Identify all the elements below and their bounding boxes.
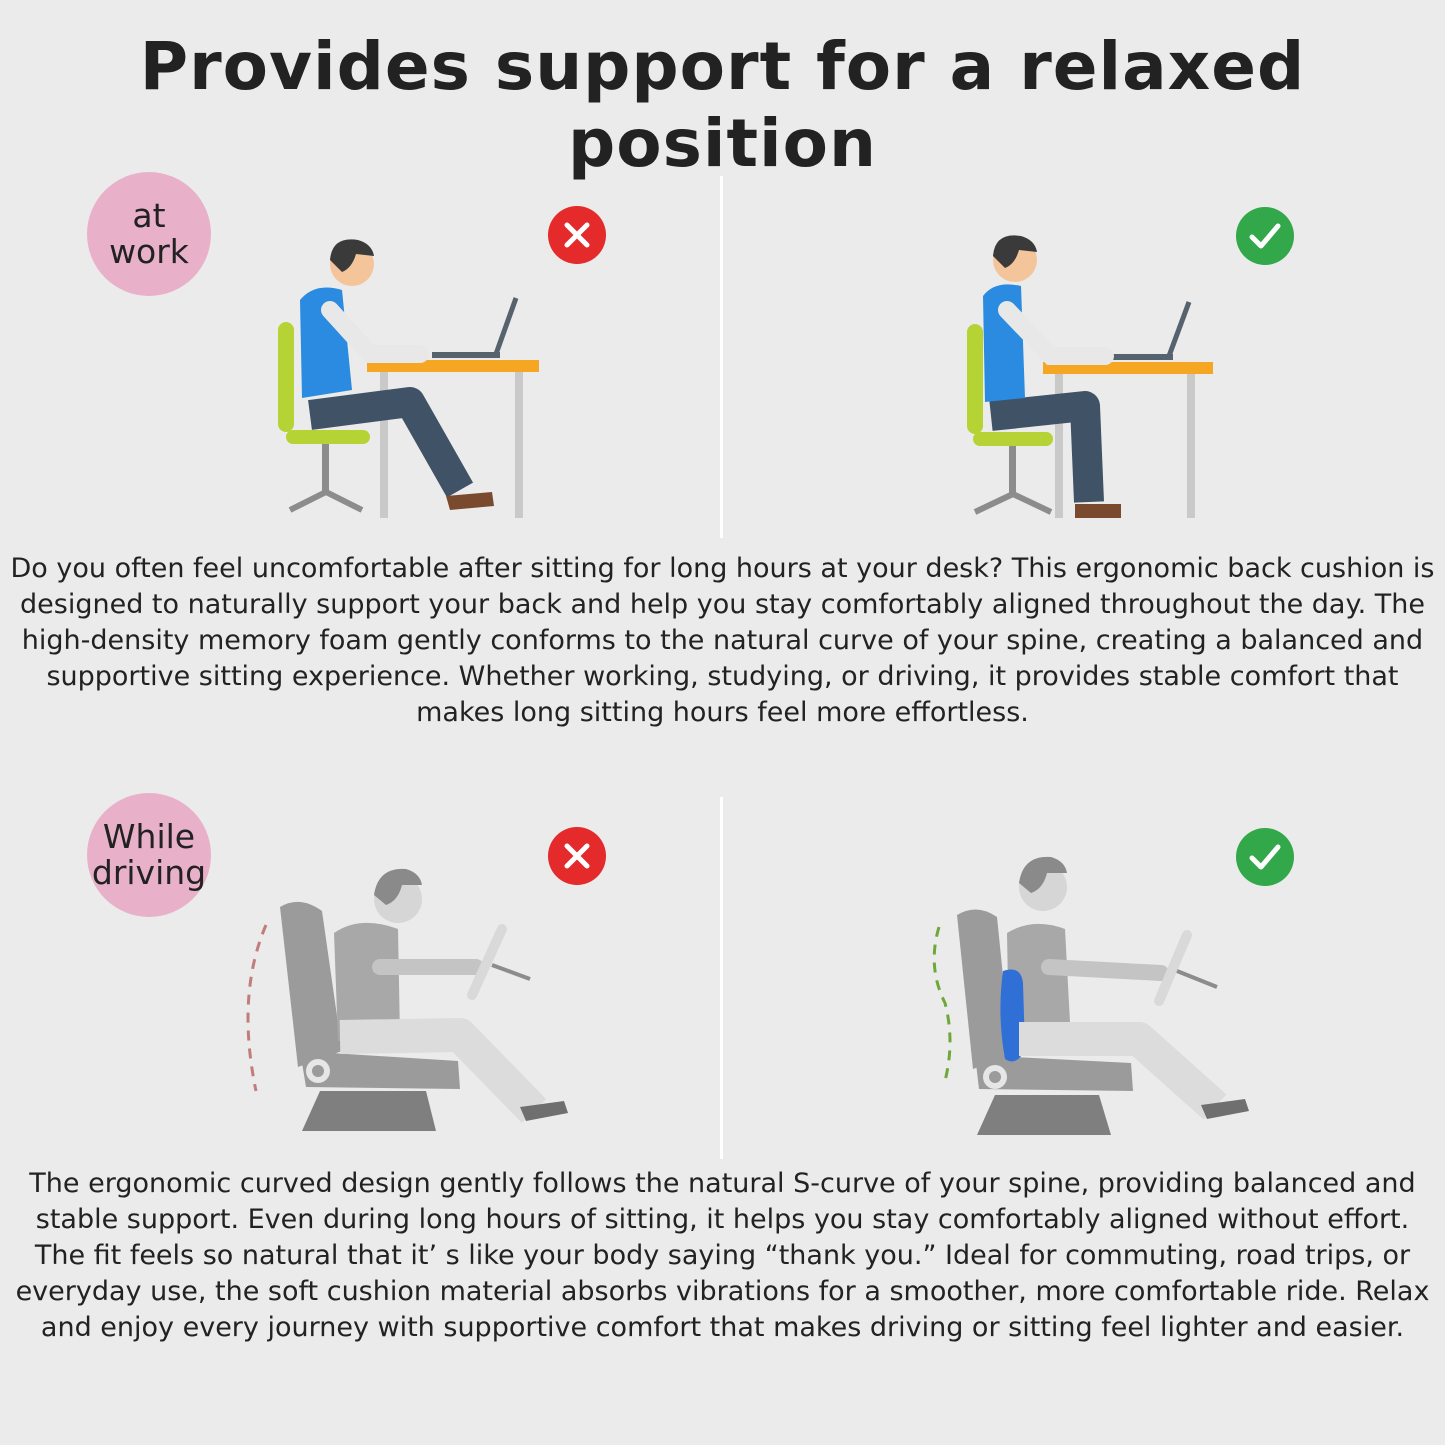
section-description: The ergonomic curved design gently follo… <box>15 1168 1430 1343</box>
supported-driver-illustration <box>932 856 1249 1135</box>
badge-line: work <box>109 232 189 271</box>
upright-worker-illustration <box>967 235 1213 518</box>
section-divider <box>720 797 723 1159</box>
cross-icon <box>548 827 606 885</box>
page-title: Provides support for a relaxed position <box>139 28 1306 182</box>
check-icon <box>1236 207 1294 265</box>
badge-line: at <box>132 196 166 235</box>
section-divider <box>720 176 723 538</box>
cross-icon <box>548 206 606 264</box>
badge-line: While <box>102 817 196 856</box>
slouched-driver-illustration <box>246 868 568 1131</box>
check-icon <box>1236 828 1294 886</box>
section-description: Do you often feel uncomfortable after si… <box>10 553 1435 728</box>
badge-at-work: at work <box>87 172 211 296</box>
badge-line: driving <box>91 853 207 892</box>
slouched-worker-illustration <box>278 239 539 518</box>
badge-while-driving: While driving <box>87 793 211 917</box>
